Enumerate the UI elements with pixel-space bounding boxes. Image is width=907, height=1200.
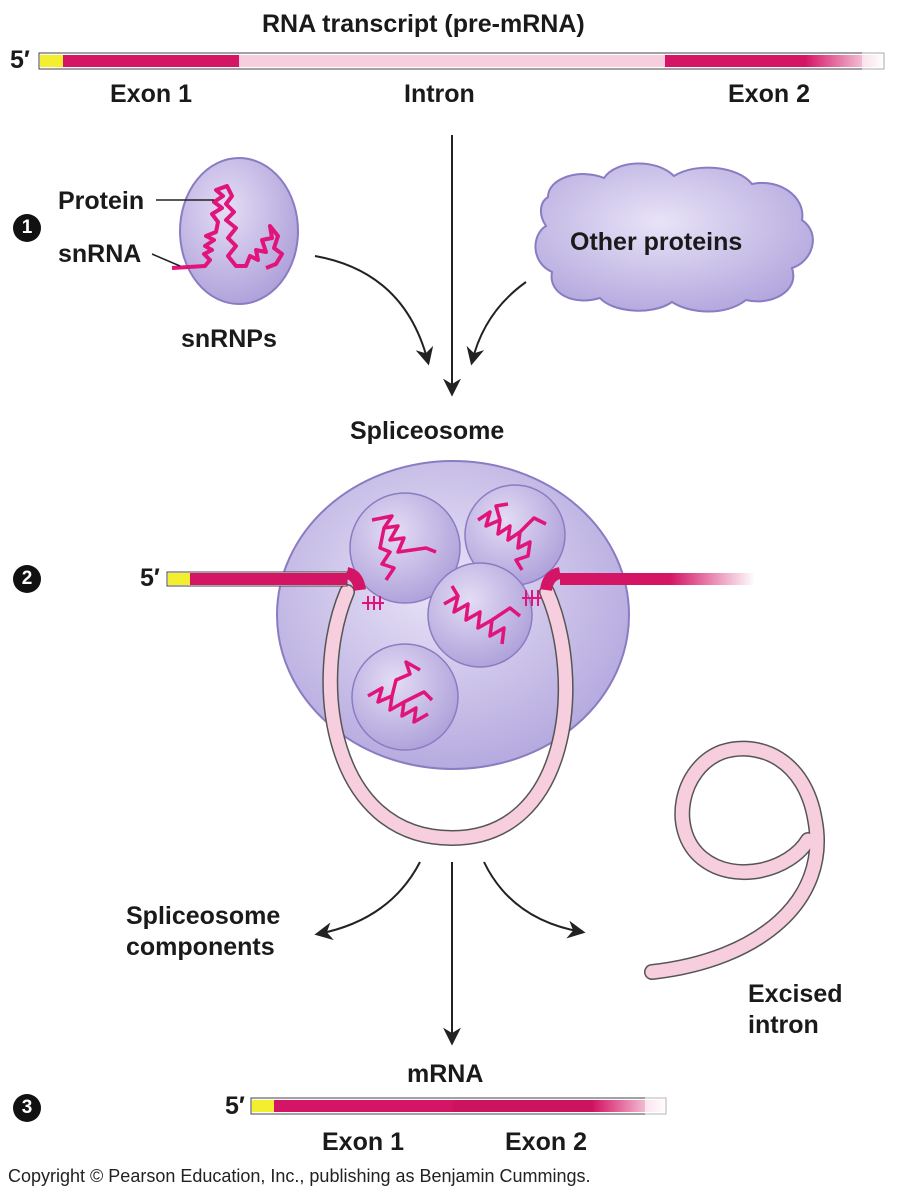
pre-mrna-exon2 xyxy=(665,55,805,67)
protein-label: Protein xyxy=(58,187,145,215)
excised-intron xyxy=(645,742,824,979)
spliceosome-components-label: Spliceosome components xyxy=(126,902,281,961)
snrnp-inner-4 xyxy=(351,643,459,751)
base-pairing-right xyxy=(522,590,542,606)
pre-mrna-exon1 xyxy=(63,55,239,67)
step-number-1: 1 xyxy=(13,214,41,242)
five-prime-label-transcript: 5′ xyxy=(10,46,30,74)
pre-mrna-intron xyxy=(239,55,665,67)
mature-mrna xyxy=(250,1097,669,1115)
snrnp-body xyxy=(179,157,299,305)
arrow-to-components xyxy=(314,861,421,941)
mrna-cap xyxy=(252,1100,274,1112)
mrna-exon1 xyxy=(274,1100,453,1112)
spliceosome-label: Spliceosome xyxy=(350,417,505,445)
other-proteins-blob xyxy=(534,162,814,313)
spliceosome-complex xyxy=(166,460,755,847)
copyright-notice: Copyright © Pearson Education, Inc., pub… xyxy=(8,1166,591,1186)
transcript-title: RNA transcript (pre-mRNA) xyxy=(262,10,585,38)
step-number-3: 3 xyxy=(13,1094,41,1122)
arrow-proteins-to-spliceosome xyxy=(466,281,527,366)
snrna-strand xyxy=(171,184,284,270)
intron-loop xyxy=(323,585,573,845)
arrow-to-excised-intron xyxy=(483,861,586,939)
snrnp-particle xyxy=(151,157,299,305)
mrna-exon2-label: Exon 2 xyxy=(505,1128,587,1156)
mrna-label: mRNA xyxy=(407,1060,484,1088)
intron-label: Intron xyxy=(404,80,475,108)
mrna-exon2 xyxy=(453,1100,593,1112)
strand-cap xyxy=(168,573,190,585)
five-prime-label-mrna: 5′ xyxy=(225,1092,245,1120)
mrna-exon1-label: Exon 1 xyxy=(322,1128,404,1156)
arrow-snrnps-to-spliceosome xyxy=(314,255,434,366)
pre-mrna-cap xyxy=(40,55,63,67)
base-pairing-left xyxy=(362,596,384,610)
other-proteins-label: Other proteins xyxy=(570,228,743,256)
snrna-pointer xyxy=(151,253,181,267)
strand-exon2-fade xyxy=(670,573,755,585)
snrnps-label: snRNPs xyxy=(181,325,277,353)
pre-mrna-transcript xyxy=(38,52,907,70)
strand-exon2 xyxy=(560,573,670,585)
snrna-label: snRNA xyxy=(58,240,142,268)
excised-intron-label: Excised intron xyxy=(748,980,843,1039)
exon1-label: Exon 1 xyxy=(110,80,192,108)
strand-exon1 xyxy=(190,573,347,585)
five-prime-label-spliceosome: 5′ xyxy=(140,564,160,592)
exon2-label: Exon 2 xyxy=(728,80,810,108)
step-number-2: 2 xyxy=(13,565,41,593)
